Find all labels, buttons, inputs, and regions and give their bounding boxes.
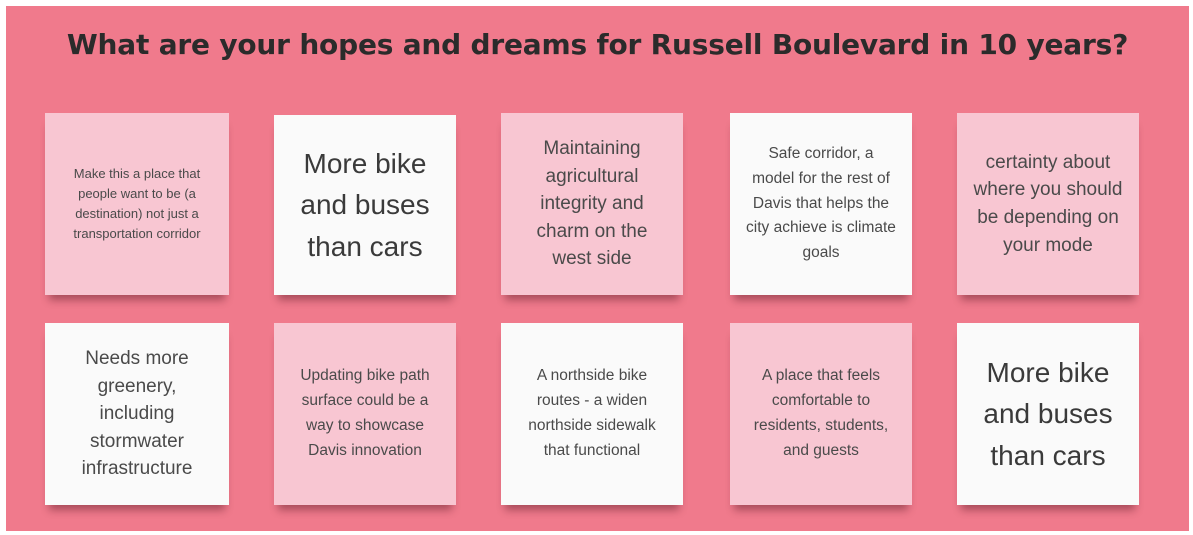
sticky-note[interactable]: Make this a place that people want to be…	[45, 113, 229, 295]
sticky-note[interactable]: Updating bike path surface could be a wa…	[274, 323, 456, 505]
sticky-note[interactable]: More bike and buses than cars	[957, 323, 1139, 505]
sticky-note-text: Maintaining agricultural integrity and c…	[536, 138, 648, 270]
sticky-note[interactable]: Maintaining agricultural integrity and c…	[501, 113, 683, 295]
sticky-note[interactable]: A place that feels comfortable to reside…	[730, 323, 912, 505]
sticky-note-text: certainty about where you should be depe…	[973, 151, 1123, 256]
sticky-note-text: More bike and buses than cars	[300, 147, 430, 262]
sticky-note-text: Safe corridor, a model for the rest of D…	[746, 145, 896, 262]
sticky-board: What are your hopes and dreams for Russe…	[6, 6, 1189, 531]
sticky-note[interactable]: A northside bike routes - a widen norths…	[501, 323, 683, 505]
sticky-note[interactable]: Safe corridor, a model for the rest of D…	[730, 113, 912, 295]
sticky-note-text: A northside bike routes - a widen norths…	[528, 367, 656, 459]
sticky-note-text: Updating bike path surface could be a wa…	[300, 367, 430, 459]
sticky-note-text: A place that feels comfortable to reside…	[753, 367, 889, 459]
board-title: What are your hopes and dreams for Russe…	[66, 28, 1129, 61]
sticky-note-text: More bike and buses than cars	[983, 356, 1113, 471]
sticky-note[interactable]: More bike and buses than cars	[274, 115, 456, 295]
sticky-note[interactable]: Needs more greenery, including stormwate…	[45, 323, 229, 505]
sticky-note-text: Make this a place that people want to be…	[73, 165, 201, 242]
sticky-note-text: Needs more greenery, including stormwate…	[81, 348, 193, 480]
sticky-note[interactable]: certainty about where you should be depe…	[957, 113, 1139, 295]
